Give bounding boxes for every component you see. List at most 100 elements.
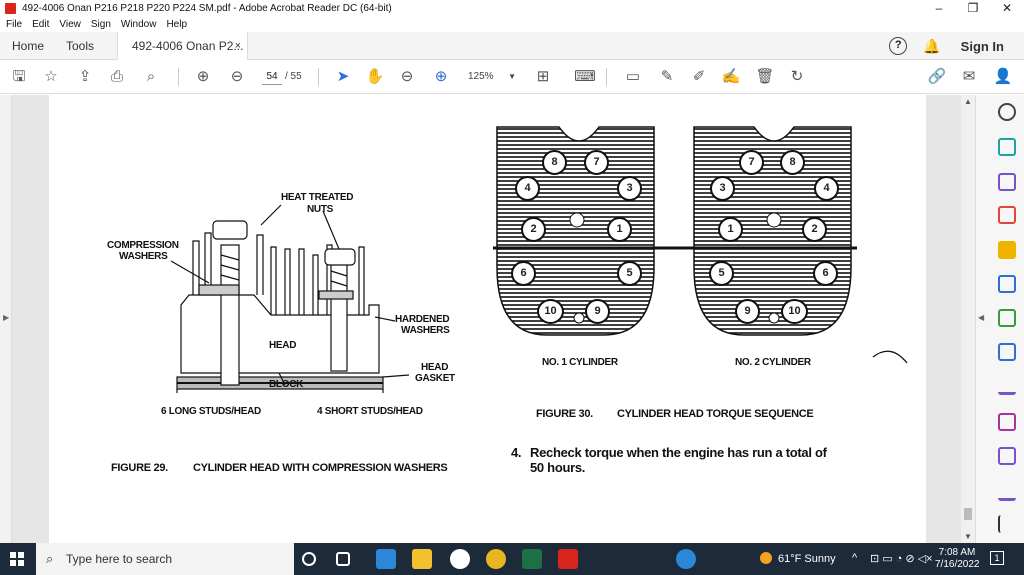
tray-chevron-icon[interactable]: ^ [852,552,858,564]
bolt-c2-9: 9 [735,299,760,324]
save-icon[interactable]: 🖫 [12,68,26,85]
tab-document-label: 492-4006 Onan P2... [132,39,244,53]
comment-icon[interactable]: ▭ [625,68,641,85]
combine-files-icon[interactable] [998,275,1016,293]
label-no2-cylinder: NO. 2 CYLINDER [735,357,811,368]
cortana-icon[interactable] [302,552,316,566]
scroll-down-icon[interactable]: ▼ [964,532,972,541]
email-icon[interactable]: ✉ [962,68,976,85]
comment-tool-icon[interactable] [998,241,1016,259]
tab-home[interactable]: Home [12,39,45,53]
clock[interactable]: 7:08 AM 7/16/2022 [935,547,980,571]
page-number-input[interactable]: 54 [262,69,282,85]
draw-pen-icon[interactable]: ✐ [692,68,706,85]
scan-ocr-icon[interactable] [998,343,1016,361]
user-icon[interactable]: 👤 [993,68,1013,85]
weather-widget[interactable]: 61°F Sunny [760,552,836,565]
help-app-icon[interactable] [676,549,696,569]
send-sign-icon[interactable] [998,483,1016,501]
protect-icon[interactable] [998,447,1016,465]
bolt-c1-7: 7 [584,150,609,175]
notification-bell-icon[interactable]: 🔔 [923,37,941,54]
menu-help[interactable]: Help [166,19,188,30]
upload-cloud-icon[interactable]: ⇪ [78,68,92,85]
link-icon[interactable]: 🔗 [927,68,947,85]
task-view-icon[interactable] [336,552,350,566]
toolbar: 🖫 ☆ ⇪ ⎙ ⌕ ⊕ ⊖ 54 / 55 ➤ ✋ ⊖ ⊕ 125% ▼ ⊞ ⌨… [0,60,1024,94]
fill-sign-icon[interactable] [998,377,1016,395]
menu-file[interactable]: File [6,19,23,30]
previous-page-icon[interactable]: ⊕ [196,68,210,85]
figure-30-number: FIGURE 30. [536,408,593,420]
hand-tool-icon[interactable]: ✋ [365,68,385,85]
label-hardened-washers: WASHERS [401,325,450,336]
scroll-up-icon[interactable]: ▲ [964,97,972,106]
app-icon[interactable] [450,549,470,569]
create-pdf-icon[interactable] [998,138,1016,156]
bookmark-star-icon[interactable]: ☆ [44,68,58,85]
menu-edit[interactable]: Edit [32,19,50,30]
label-head: HEAD [269,340,297,351]
menu-sign[interactable]: Sign [90,19,111,30]
bolt-c1-1: 1 [607,217,632,242]
collapse-right-panel-icon[interactable]: ◀ [978,313,985,322]
close-tab-icon[interactable]: × [234,40,241,52]
label-gasket: GASKET [415,373,455,384]
print-icon[interactable]: ⎙ [110,68,123,85]
bolt-c1-9: 9 [585,299,610,324]
taskbar-search[interactable]: ⌕ Type here to search [36,543,294,575]
more-tools-arrow-icon[interactable] [998,515,1016,533]
bolt-c1-8: 8 [542,150,567,175]
compress-pdf-icon[interactable] [998,309,1016,327]
sign-in-button[interactable]: Sign In [960,38,1004,54]
figure-29-caption: CYLINDER HEAD WITH COMPRESSION WASHERS [193,462,448,474]
select-cursor-icon[interactable]: ➤ [336,68,350,85]
scroll-thumb[interactable] [964,508,972,520]
windows-start-icon[interactable] [10,552,24,566]
label-no1-cylinder: NO. 1 CYLINDER [542,357,618,368]
chrome-icon[interactable] [486,549,506,569]
zoom-select[interactable]: 125% ▼ [468,69,518,85]
acrobat-taskbar-icon[interactable] [558,549,578,569]
export-pdf-icon[interactable] [998,206,1016,224]
figure-29-number: FIGURE 29. [111,462,168,474]
bolt-c1-10: 10 [537,299,564,324]
bolt-c2-2: 2 [802,217,827,242]
tab-document[interactable]: 492-4006 Onan P2... × [117,32,248,60]
chevron-down-icon: ▼ [508,72,516,81]
zoom-out-icon[interactable]: ⊖ [400,68,414,85]
keyboard-icon[interactable]: ⌨ [574,68,596,85]
clock-date: 7/16/2022 [935,559,980,570]
label-washers: WASHERS [119,251,168,262]
mail-app-icon[interactable] [376,549,396,569]
close-window-button[interactable]: ✕ [1001,1,1013,15]
label-nuts: NUTS [307,204,334,215]
next-page-icon[interactable]: ⊖ [230,68,244,85]
page-fit-icon[interactable]: ⊞ [536,68,550,85]
delete-trash-icon[interactable]: 🗑 [755,68,775,85]
file-explorer-icon[interactable] [412,549,432,569]
expand-left-panel-icon[interactable]: ▶ [3,313,10,322]
edit-pdf-icon[interactable] [998,413,1016,431]
tray-icons[interactable]: ⊡ ▭ ◔ ⊘ ◁× [870,553,933,565]
notification-center-icon[interactable]: 1 [990,551,1004,565]
excel-icon[interactable] [522,549,542,569]
minimize-button[interactable]: – [935,1,943,15]
stamp-icon[interactable]: ✍ [721,68,741,85]
menu-view[interactable]: View [59,19,81,30]
highlight-pen-icon[interactable]: ✎ [660,68,674,85]
zoom-search-icon[interactable] [998,103,1016,121]
tab-tools[interactable]: Tools [66,39,95,53]
help-icon[interactable]: ? [889,37,908,55]
search-placeholder: Type here to search [66,552,173,566]
maximize-button[interactable]: ❐ [967,1,979,15]
menu-window[interactable]: Window [120,19,157,30]
vertical-scrollbar[interactable]: ▲ ▼ [961,95,975,543]
find-text-icon[interactable]: ⌕ [146,68,156,85]
left-panel: ▶ [0,95,12,543]
zoom-in-icon[interactable]: ⊕ [434,68,448,85]
bolt-c2-4: 4 [814,176,839,201]
organize-pages-icon[interactable] [998,173,1016,191]
rotate-icon[interactable]: ↻ [790,68,804,85]
weather-text: 61°F Sunny [778,553,836,565]
